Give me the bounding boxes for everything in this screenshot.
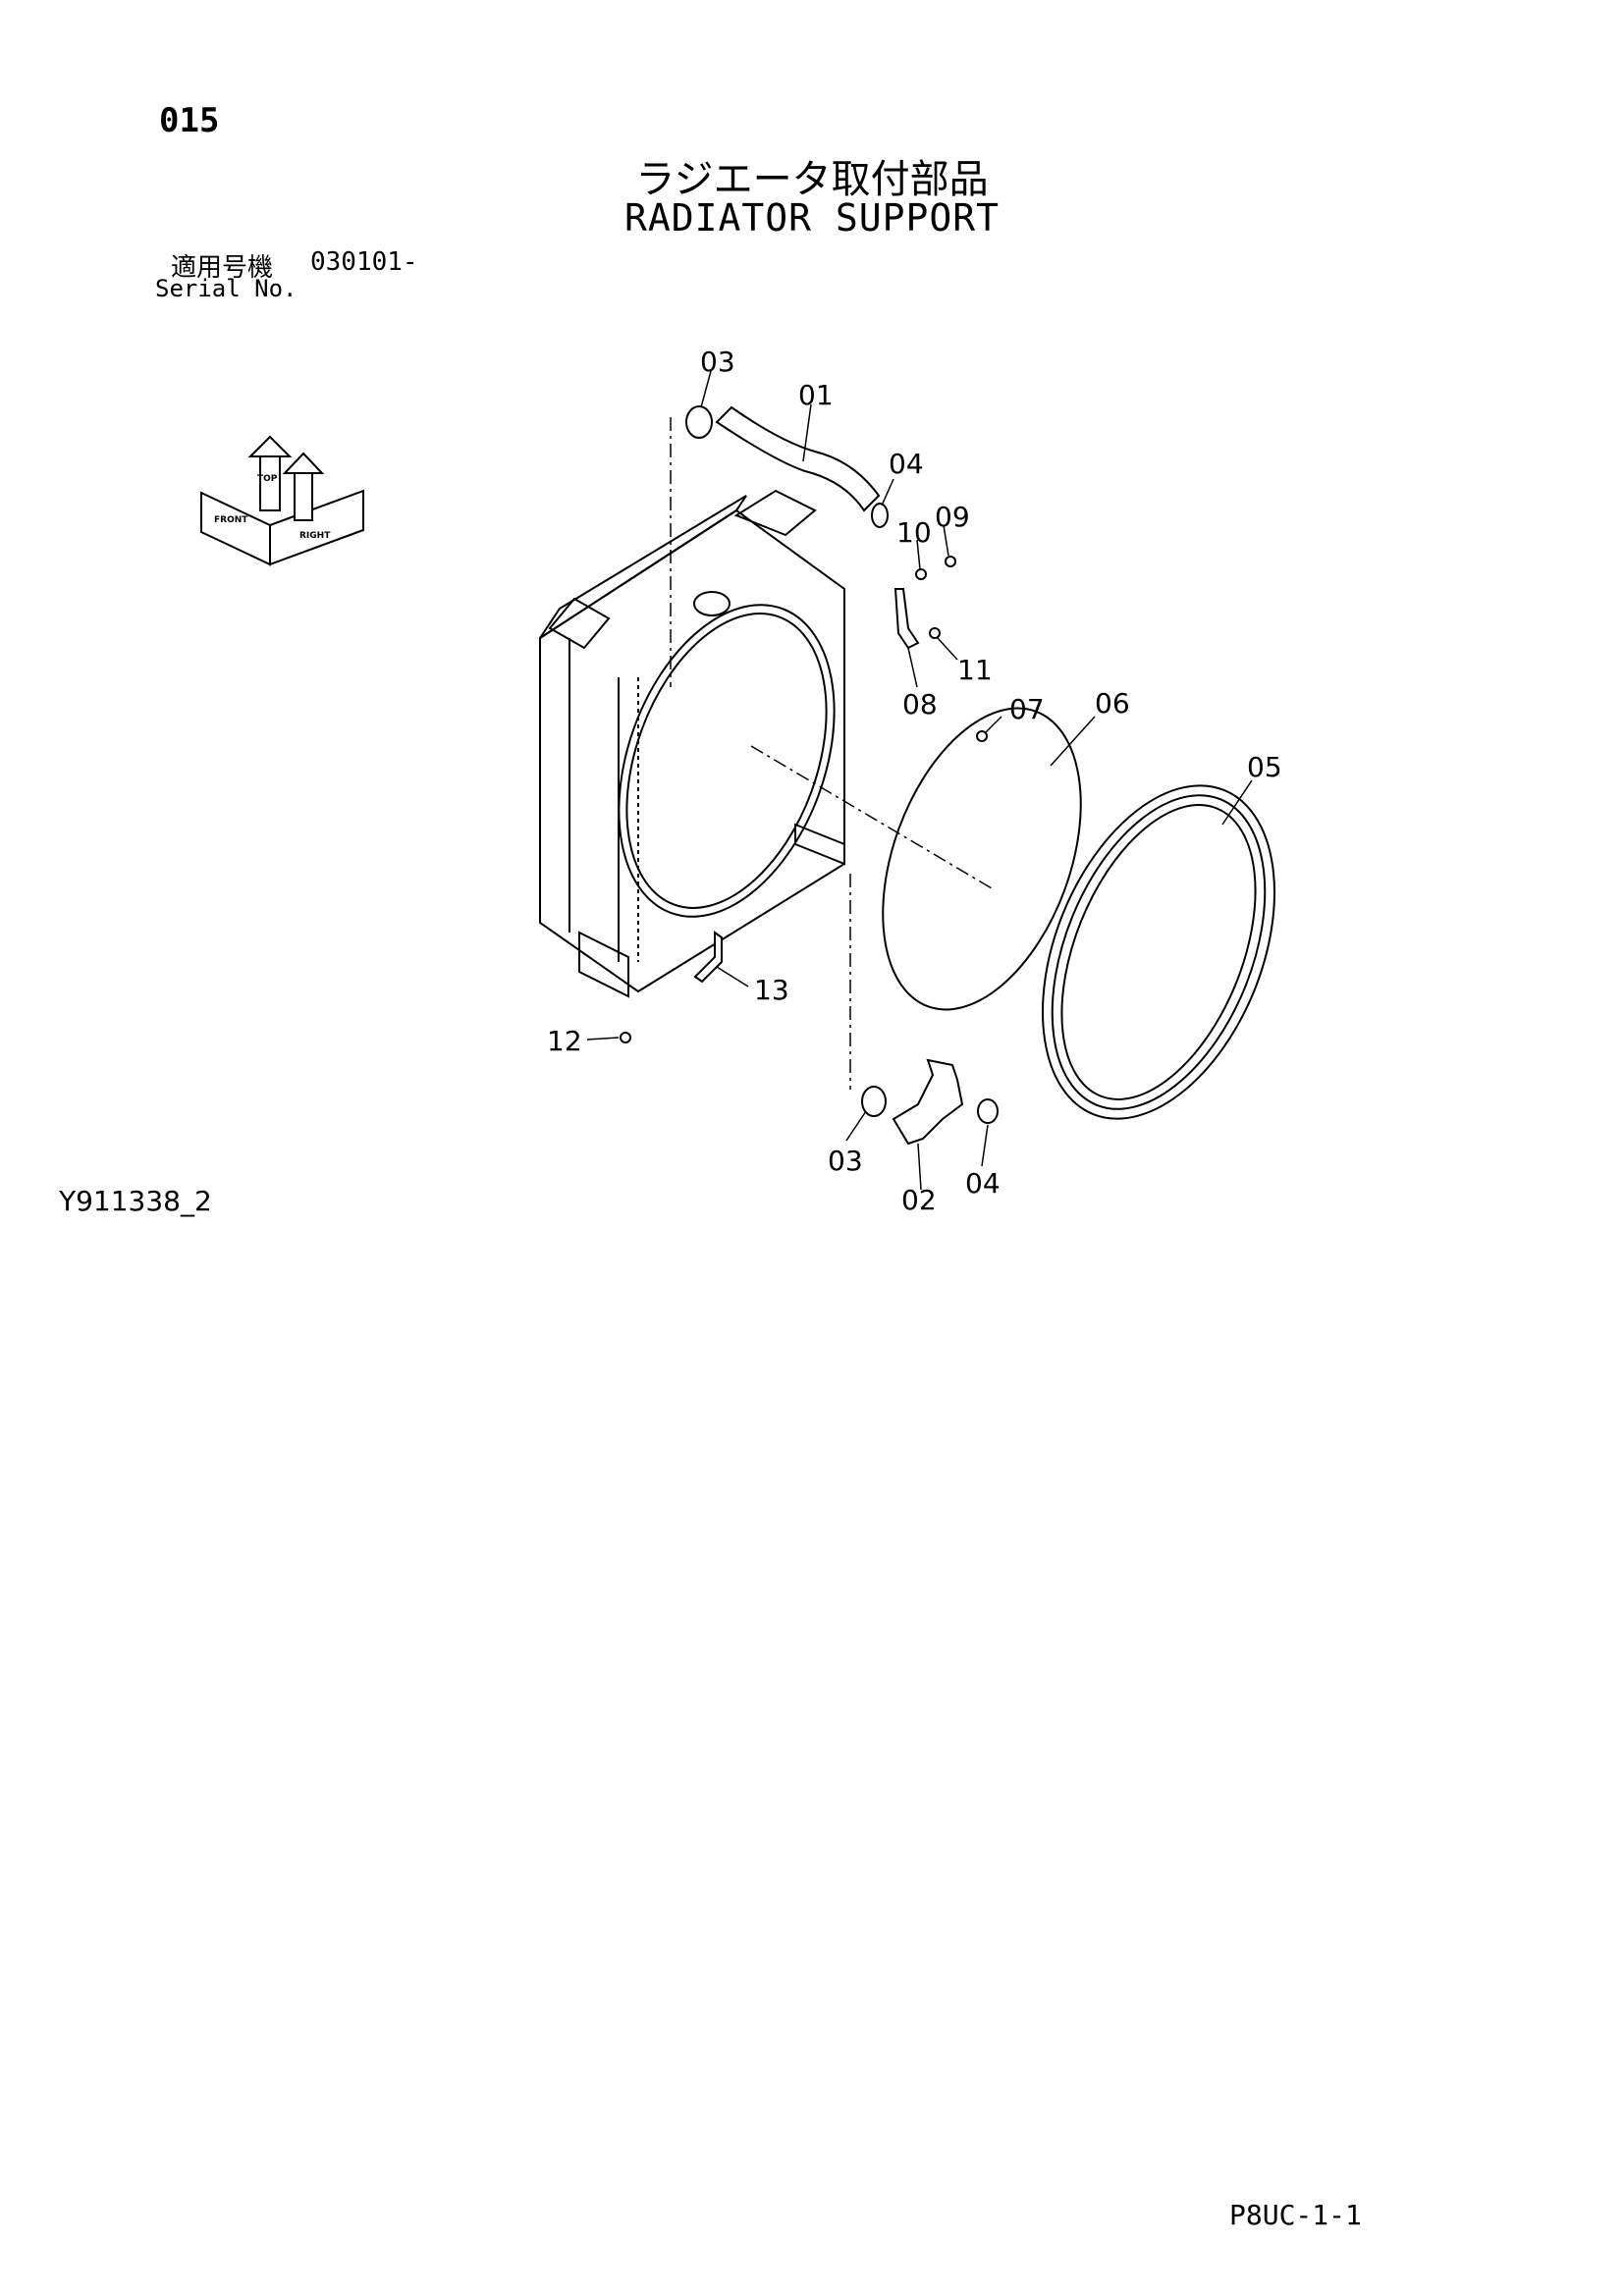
clamp-lower-03 bbox=[861, 1086, 887, 1117]
shroud-ring-inner bbox=[625, 613, 828, 909]
orientation-indicator: FRONT TOP RIGHT bbox=[200, 435, 364, 566]
leader-06 bbox=[1050, 716, 1096, 767]
callout-12: 12 bbox=[547, 1025, 582, 1057]
bracket-08 bbox=[893, 588, 920, 650]
radiator-outline bbox=[539, 508, 845, 993]
radiator-assembly bbox=[539, 489, 845, 998]
callout-05: 05 bbox=[1247, 751, 1282, 783]
callout-04-lower: 04 bbox=[965, 1167, 1001, 1200]
leader-02 bbox=[917, 1143, 922, 1191]
fan-ring-05 bbox=[1041, 784, 1276, 1120]
radiator-bottom-foot-right bbox=[794, 823, 845, 866]
leader-05 bbox=[1221, 779, 1253, 826]
radiator-top-edge bbox=[539, 495, 747, 639]
bolt-07 bbox=[976, 730, 988, 742]
leader-03a bbox=[700, 370, 712, 408]
callout-04-upper: 04 bbox=[889, 448, 924, 480]
orient-top-arrow-head-2 bbox=[282, 452, 325, 474]
orient-top-label: TOP bbox=[257, 474, 278, 484]
clamp-upper-04 bbox=[871, 503, 889, 528]
orient-top-arrow-shaft-2 bbox=[294, 465, 313, 521]
lower-hose bbox=[892, 1058, 964, 1146]
radiator-cap bbox=[693, 591, 731, 616]
fan-ring-outer bbox=[1041, 784, 1276, 1120]
radiator-left-tank bbox=[548, 597, 611, 650]
orient-right-face bbox=[269, 489, 364, 566]
leader-04a bbox=[881, 478, 894, 507]
serial-label-english: Serial No. bbox=[155, 275, 298, 302]
serial-value: 030101- bbox=[310, 247, 418, 277]
title-japanese: ラジエータ取付部品 bbox=[635, 157, 989, 202]
clamps bbox=[685, 405, 999, 1124]
callout-03-upper: 03 bbox=[700, 346, 735, 378]
clamp-lower-04 bbox=[977, 1098, 999, 1124]
upper-hose-body bbox=[715, 405, 881, 512]
leader-12 bbox=[586, 1037, 620, 1041]
leader-10 bbox=[916, 539, 921, 570]
radiator-right-tank bbox=[733, 489, 817, 537]
serial-label-japanese: 適用号機 bbox=[171, 253, 274, 283]
callout-07: 07 bbox=[1009, 693, 1045, 725]
assembly-lines bbox=[670, 417, 993, 1090]
callout-10: 10 bbox=[896, 516, 932, 549]
lower-hose-body bbox=[892, 1058, 964, 1146]
shroud-ring bbox=[618, 604, 836, 918]
leader-04b bbox=[981, 1124, 989, 1167]
orient-right-label: RIGHT bbox=[299, 531, 331, 541]
page-code: P8UC-1-1 bbox=[1229, 2199, 1362, 2231]
title-english: RADIATOR SUPPORT bbox=[623, 196, 1001, 240]
callout-09: 09 bbox=[935, 501, 970, 533]
leader-03b bbox=[845, 1110, 867, 1142]
callout-11: 11 bbox=[957, 654, 993, 686]
bolt-09 bbox=[945, 556, 956, 567]
clamp-upper-03 bbox=[685, 405, 713, 439]
callout-labels: 03 01 04 09 10 11 08 07 06 05 13 12 03 0… bbox=[547, 346, 1282, 1216]
nut-10 bbox=[915, 568, 927, 580]
fan-ring-mid bbox=[1051, 794, 1267, 1110]
leader-13 bbox=[716, 966, 749, 988]
radiator-support-diagram: FRONT TOP RIGHT bbox=[200, 346, 1282, 1216]
orient-top-arrow-head bbox=[247, 435, 293, 457]
callout-02: 02 bbox=[901, 1184, 937, 1216]
bolt-11 bbox=[929, 627, 941, 639]
leader-08 bbox=[907, 647, 918, 688]
orient-front-label: FRONT bbox=[214, 515, 248, 525]
callout-06: 06 bbox=[1095, 687, 1130, 720]
leader-07 bbox=[985, 716, 1002, 733]
leader-01 bbox=[802, 403, 812, 462]
upper-hose bbox=[715, 405, 881, 512]
leader-11 bbox=[937, 637, 958, 661]
drawing-id: Y911338_2 bbox=[59, 1185, 212, 1217]
small-parts bbox=[620, 556, 988, 1043]
leader-lines bbox=[586, 370, 1253, 1191]
callout-13: 13 bbox=[754, 974, 789, 1006]
assembly-line-center bbox=[750, 745, 993, 889]
bolt-12 bbox=[620, 1032, 631, 1043]
callout-03-lower: 03 bbox=[828, 1145, 863, 1177]
seal-ring-06 bbox=[882, 707, 1082, 1011]
radiator-bottom-foot bbox=[578, 931, 629, 998]
callout-01: 01 bbox=[798, 379, 834, 411]
fan-ring-inner bbox=[1060, 804, 1257, 1100]
pin-13 bbox=[693, 931, 723, 984]
callout-08: 08 bbox=[902, 688, 938, 721]
leader-09 bbox=[943, 524, 949, 557]
page-number: 015 bbox=[159, 101, 220, 140]
